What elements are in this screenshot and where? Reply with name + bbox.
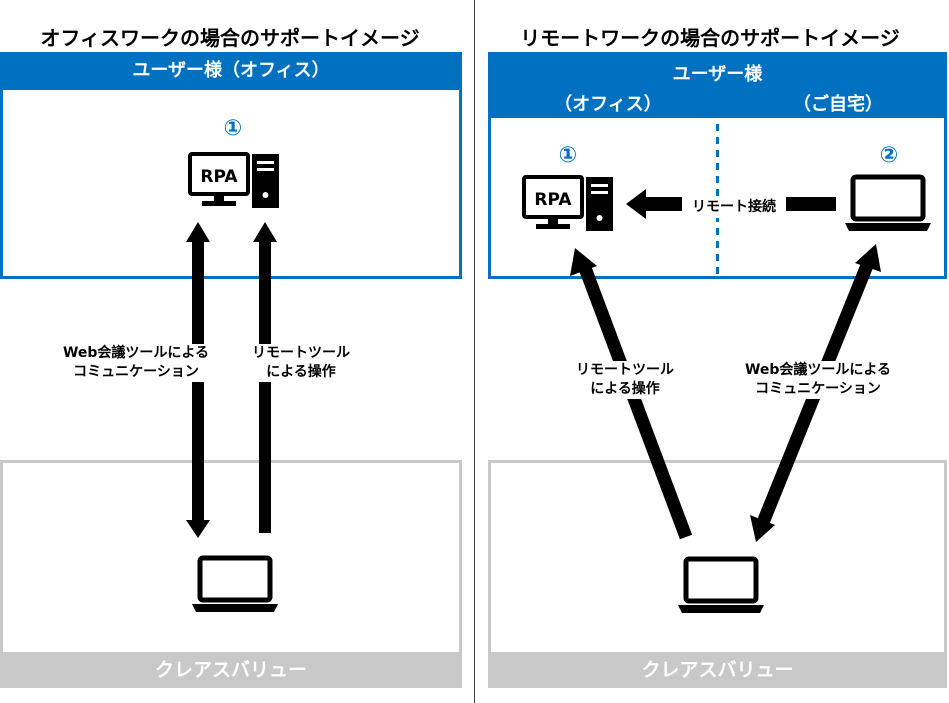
right-remote-label-line1: リモートツール [576,362,674,378]
left-remote-label-line1: リモートツール [252,345,350,361]
right-bottom-box [488,460,947,688]
left-web-label: Web会議ツールによる コミュニケーション [50,344,222,382]
right-title: リモートワークの場合のサポートイメージ [520,26,900,50]
left-title: オフィスワークの場合のサポートイメージ [40,26,420,50]
arrow-icon [253,222,277,533]
right-web-label: Web会議ツールによる コミュニケーション [732,361,904,399]
right-office-label: （オフィス） [554,94,662,115]
left-remote-label: リモートツール による操作 [246,344,356,382]
arrow-icon [570,248,693,540]
right-user-header-label: ユーザー様 [672,64,763,85]
left-web-label-line1: Web会議ツールによる [62,345,210,361]
left-marker-1: ① [223,116,243,141]
right-user-header: ユーザー様 （オフィス） （ご自宅） [488,52,947,118]
desktop-pc-icon: RPA [188,152,283,214]
right-home-label: （ご自宅） [793,94,883,115]
right-web-label-line1: Web会議ツールによる [744,362,892,378]
left-bottom-label: クレアスバリュー [0,652,462,688]
left-pc-label: RPA [200,167,238,187]
right-marker-2: ② [879,143,899,168]
remote-connection-label: リモート接続 [682,196,786,218]
left-web-label-line2: コミュニケーション [73,364,199,380]
left-user-header: ユーザー様（オフィス） [0,52,462,90]
laptop-icon [190,555,280,619]
right-bottom-label: クレアスバリュー [488,652,947,688]
right-remote-label: リモートツール による操作 [569,361,681,399]
desktop-pc-icon: RPA [522,175,617,237]
right-marker-1: ① [558,143,578,168]
center-divider [474,0,475,703]
laptop-icon [843,174,933,238]
right-web-label-line2: コミュニケーション [755,381,881,397]
left-remote-label-line2: による操作 [266,364,336,380]
right-pc-label: RPA [534,190,572,210]
right-remote-label-line2: による操作 [590,381,660,397]
laptop-icon [676,556,766,620]
